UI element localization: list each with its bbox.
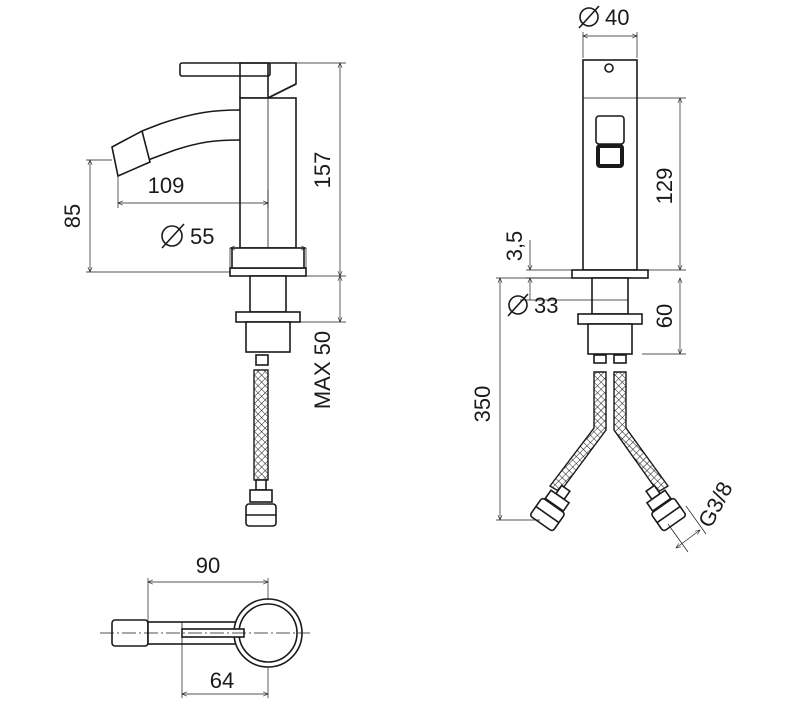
front-aerator (595, 115, 625, 168)
front-view: 40 129 60 3,5 33 350 G3/8 (470, 5, 738, 553)
side-lever (179, 62, 297, 99)
side-spout (111, 109, 241, 178)
dim-base-thickness: 3,5 (502, 231, 527, 262)
front-fitting-left (530, 484, 571, 532)
front-shank (591, 277, 629, 315)
dim-thread: G3/8 (693, 478, 737, 532)
front-hose-right (613, 371, 670, 493)
front-base-flange (571, 269, 649, 279)
dim-shank-length: 60 (652, 304, 677, 328)
dim-max-thickness: MAX 50 (310, 331, 335, 409)
side-nut (235, 311, 301, 323)
side-shank (249, 275, 287, 313)
dim-top-overall: 90 (196, 553, 220, 578)
top-view: 90 64 (100, 553, 310, 698)
dim-top-diameter: 40 (605, 5, 629, 30)
dim-spout-height: 85 (60, 204, 85, 228)
side-view: 109 85 55 157 MAX 50 (60, 62, 346, 527)
front-hose-left (548, 371, 607, 493)
dim-top-spout: 64 (210, 668, 234, 693)
diameter-icon (507, 293, 529, 317)
side-base-flange (229, 267, 307, 277)
dim-total-height: 157 (310, 152, 335, 189)
front-fitting-right (645, 484, 686, 532)
dim-shank-diameter: 33 (534, 293, 558, 318)
dim-front-height: 129 (652, 168, 677, 205)
side-hose (253, 369, 269, 481)
dim-hose-length: 350 (470, 386, 495, 423)
dim-body-diameter: 55 (190, 224, 214, 249)
side-hose-fitting (245, 479, 277, 527)
dim-spout-reach: 109 (148, 173, 185, 198)
diameter-icon (161, 223, 185, 249)
diameter-icon (578, 5, 600, 29)
